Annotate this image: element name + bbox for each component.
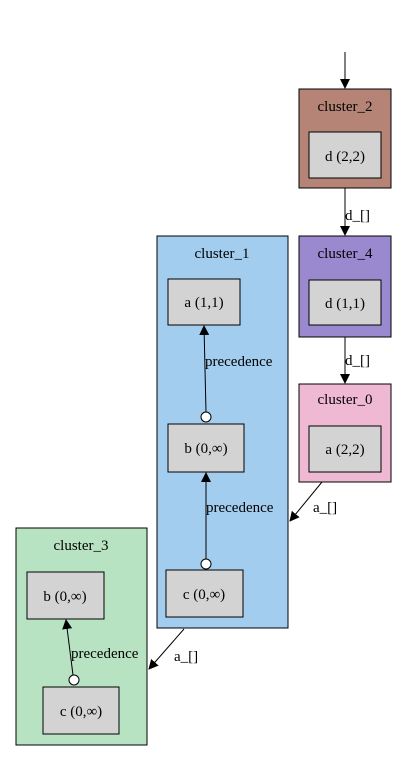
cluster-3-title: cluster_3: [54, 538, 109, 554]
node-cluster4-d[interactable]: d (1,1): [308, 279, 382, 326]
node-cluster2-d[interactable]: d (2,2): [308, 131, 382, 179]
edge-b1-to-a1: precedence: [199, 325, 273, 423]
edge-c1-to-b1: precedence: [200, 472, 274, 570]
node-cluster1-b[interactable]: b (0,∞): [167, 423, 245, 473]
cluster-3: cluster_3: [15, 527, 148, 746]
node-cluster1-b-label: b (0,∞): [184, 441, 227, 457]
node-cluster4-d-label: d (1,1): [325, 296, 365, 312]
edge-a0-to-cluster1-label: a_[]: [313, 500, 337, 516]
cluster-4-title: cluster_4: [318, 246, 373, 262]
node-cluster1-a[interactable]: a (1,1): [167, 278, 241, 326]
edge-cluster1-to-cluster3: a_[]: [148, 628, 198, 670]
edge-d2-to-d4: d_[]: [340, 188, 370, 236]
edge-cluster1-to-cluster3-label: a_[]: [174, 649, 198, 665]
node-cluster0-a[interactable]: a (2,2): [308, 425, 382, 473]
node-cluster1-c[interactable]: c (0,∞): [165, 569, 244, 618]
cluster-0-title: cluster_0: [318, 392, 373, 408]
edge-d4-to-a0: d_[]: [340, 337, 370, 384]
edge-d4-to-a0-label: d_[]: [345, 353, 370, 369]
node-cluster3-c[interactable]: c (0,∞): [42, 686, 120, 735]
node-cluster2-d-label: d (2,2): [325, 149, 365, 165]
node-cluster3-b[interactable]: b (0,∞): [26, 571, 105, 620]
node-cluster0-a-label: a (2,2): [325, 442, 364, 458]
cluster-2-title: cluster_2: [318, 99, 373, 115]
edge-c3-to-b3-label: precedence: [71, 646, 139, 662]
edge-c1-to-b1-label: precedence: [206, 500, 274, 516]
node-cluster1-c-label: c (0,∞): [183, 587, 225, 603]
node-cluster3-c-label: c (0,∞): [60, 704, 102, 720]
edge-b1-to-a1-label: precedence: [205, 354, 273, 370]
edge-c3-to-b3: precedence: [62, 619, 139, 686]
node-cluster3-b-label: b (0,∞): [43, 589, 86, 605]
node-cluster1-a-label: a (1,1): [184, 295, 223, 311]
edge-d2-to-d4-label: d_[]: [345, 208, 370, 224]
cluster-1-title: cluster_1: [195, 246, 250, 262]
edge-a0-to-cluster1: a_[]: [289, 481, 337, 522]
